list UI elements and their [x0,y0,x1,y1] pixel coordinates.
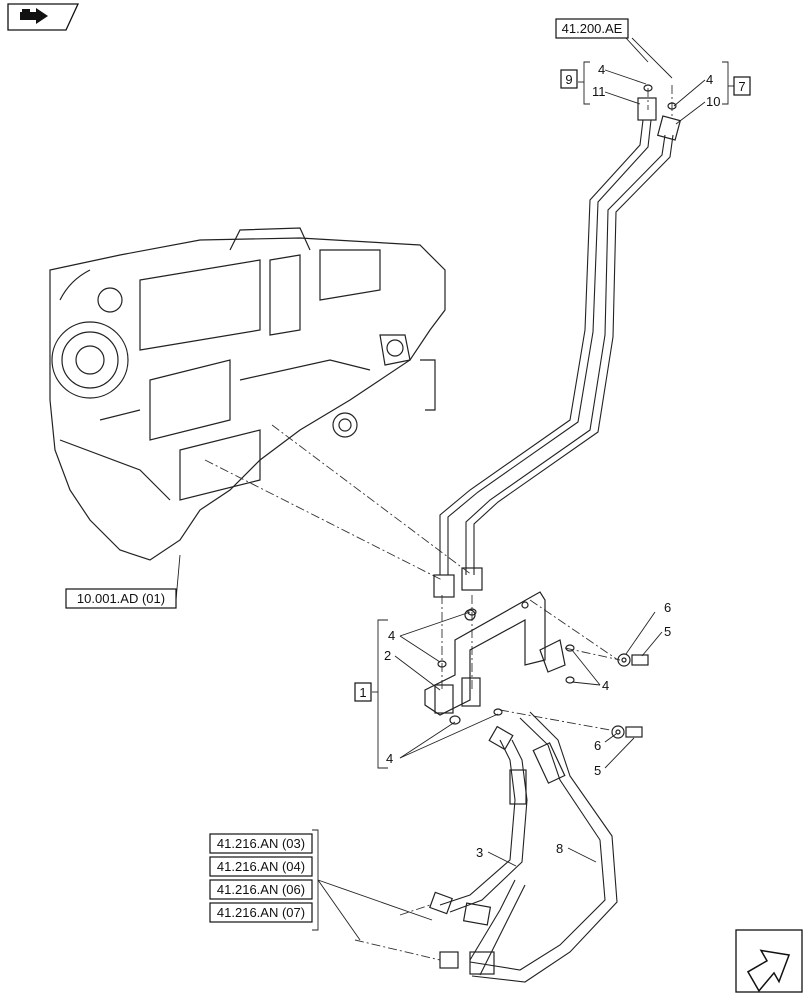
callout-8: 8 [556,841,563,856]
callout-11: 11 [592,84,606,99]
callout-9: 9 [565,72,572,87]
leader-lines [175,37,734,941]
engine-block [49,227,446,561]
callout-6-upper: 6 [664,600,671,615]
callout-box-7: 7 [733,76,751,96]
ref-engine-label: 10.001.AD (01) [77,591,165,606]
callout-10: 10 [706,94,720,109]
ref-top[interactable]: 41.200.AE [555,18,629,39]
callout-4-mid-upper: 4 [388,628,395,643]
ref-hose-03[interactable]: 41.216.AN (03) [209,833,313,854]
callout-2: 2 [384,648,391,663]
callout-3: 3 [476,845,483,860]
callout-5-lower: 5 [594,763,601,778]
callout-4-mid-lower: 4 [386,751,393,766]
callout-4-top-left: 4 [598,62,605,77]
callout-4-top-right: 4 [706,72,713,87]
hydraulic-system-icon [7,3,80,31]
callout-7: 7 [738,79,745,94]
ref-hose-04-label: 41.216.AN (04) [217,859,305,874]
navigation-arrow-icon[interactable] [735,929,803,993]
callout-4-right-mid: 4 [602,678,609,693]
manifold-bracket [424,591,575,725]
callout-5-upper: 5 [664,624,671,639]
ref-hose-07[interactable]: 41.216.AN (07) [209,902,313,923]
ref-hose-06[interactable]: 41.216.AN (06) [209,879,313,900]
callout-box-9: 9 [560,69,578,89]
ref-hose-04[interactable]: 41.216.AN (04) [209,856,313,877]
ref-hose-06-label: 41.216.AN (06) [217,882,305,897]
assembly-lines [204,85,673,961]
bolts-washers [611,653,649,739]
ref-hose-07-label: 41.216.AN (07) [217,905,305,920]
callout-1: 1 [359,685,366,700]
callout-box-1: 1 [354,682,372,702]
ref-engine[interactable]: 10.001.AD (01) [65,588,177,609]
ref-top-label: 41.200.AE [562,21,623,36]
rigid-pipes [433,84,682,598]
flexible-hoses [429,711,618,983]
ref-hose-03-label: 41.216.AN (03) [217,836,305,851]
callout-6-lower: 6 [594,738,601,753]
